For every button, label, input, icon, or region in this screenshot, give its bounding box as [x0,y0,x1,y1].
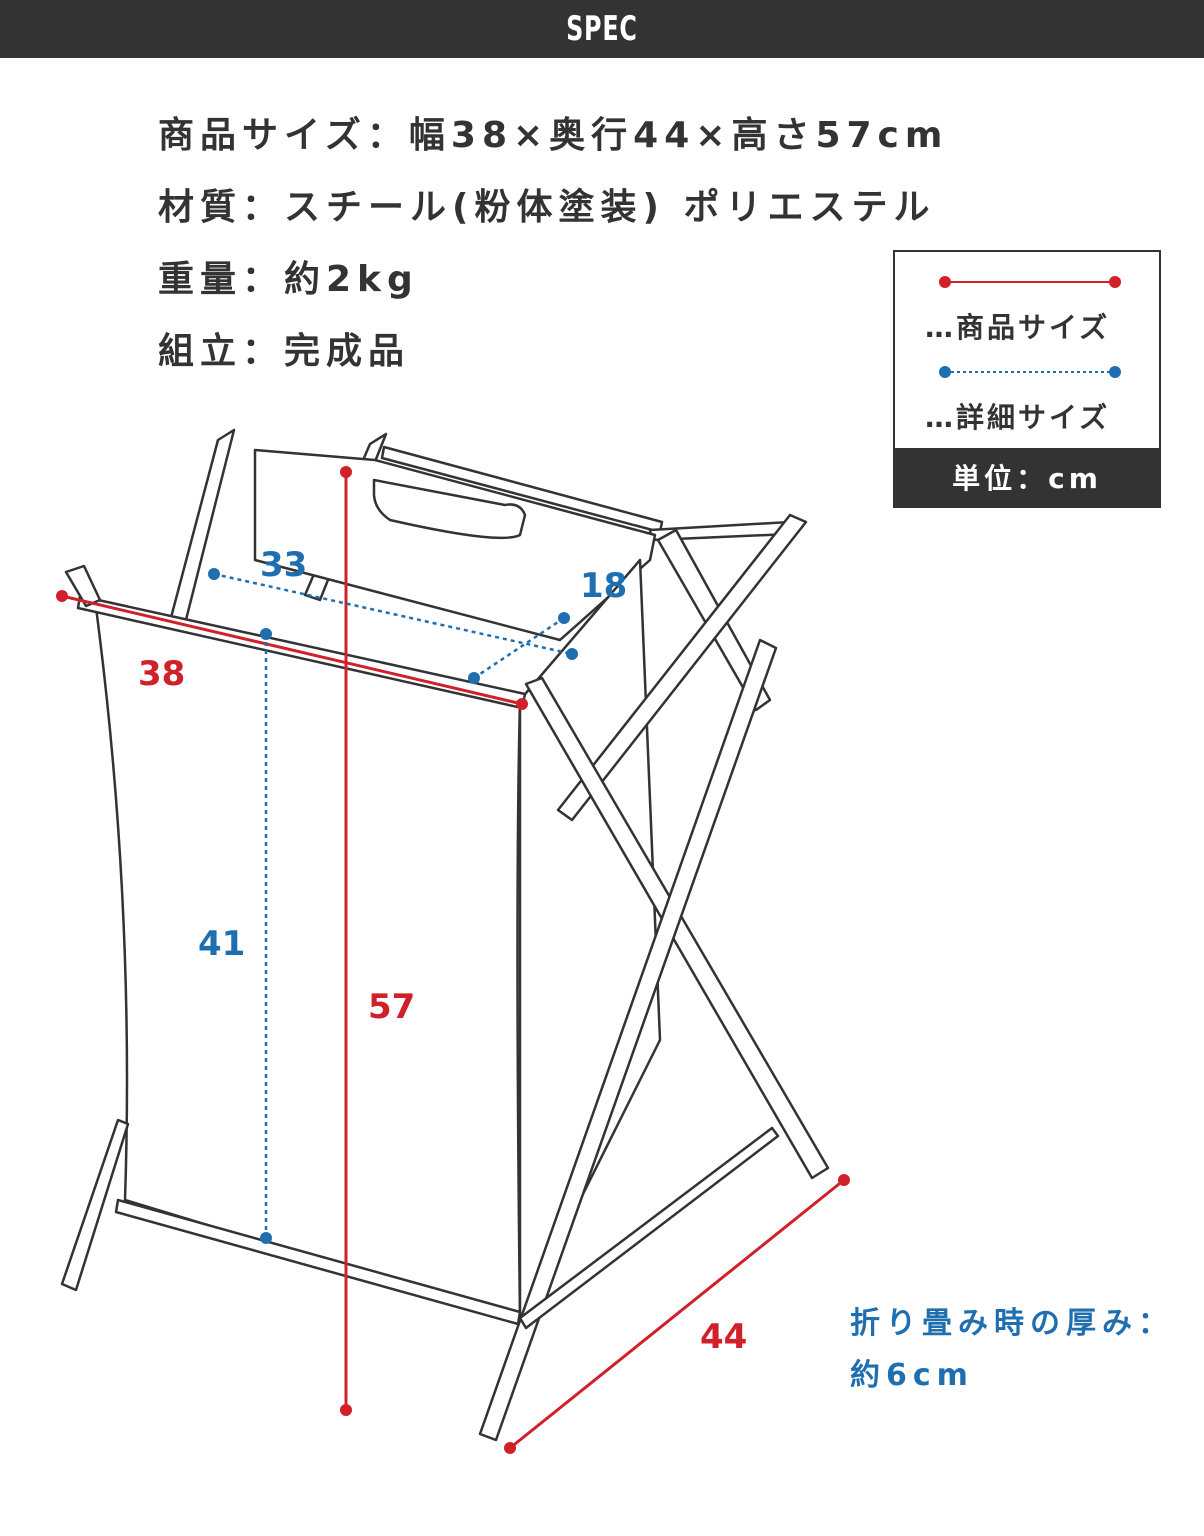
legend-blue-dot-left [939,366,951,378]
dim-inner-width-end-dot [566,648,578,660]
fold-note-line1: 折り畳み時の厚み： [850,1306,1174,1341]
spec-material: 材質：スチール(粉体塗装) ポリエステル [158,187,936,228]
spec-weight: 重量：約2kg [158,259,419,300]
dim-depth-label: 44 [700,1317,747,1357]
dim-depth-end-dot [838,1174,850,1186]
frame-right-back-pole-b [556,513,808,822]
legend-unit: 単位：cm [895,448,1159,506]
frame-bottom-front-bar [114,1198,522,1326]
dim-inner-depth-start-dot [468,672,480,684]
dim-width-line [61,594,523,706]
legend-detail-size: …詳細サイズ [925,401,1111,434]
dimension-legend: …商品サイズ …詳細サイズ 単位：cm [893,250,1161,508]
dim-inner-depth-label: 18 [580,566,627,606]
legend-red-dot-left [939,276,951,288]
legend-blue-dot-right [1109,366,1121,378]
dim-inner-depth-line [473,616,565,680]
spec-product-size: 商品サイズ：幅38×奥行44×高さ57cm [158,115,949,156]
spec-header: SPEC [0,0,1204,58]
dim-inner-height-top-dot [260,628,272,640]
dim-inner-depth-end-dot [558,612,570,624]
dim-inner-height-label: 41 [198,924,245,964]
dim-inner-width-start-dot [208,568,220,580]
bag-back-panel [253,448,657,642]
legend-lines [939,276,1121,378]
bag-handle [372,478,527,540]
bag-side-panel [518,558,662,1322]
frame-front-pole-up [478,638,778,1442]
dim-inner-width-label: 33 [260,545,307,585]
dim-depth-start-dot [504,1442,516,1454]
dim-height-top-dot [340,466,352,478]
dim-depth-line [509,1178,845,1450]
fold-thickness-note: 折り畳み時の厚み： 約6cm [850,1298,1174,1402]
frame-front-left-knob [64,564,102,608]
dim-inner-height-bottom-dot [260,1232,272,1244]
frame-left-leg [60,1118,130,1292]
header-title: SPEC [566,9,638,49]
spec-assembly: 組立：完成品 [158,331,411,372]
dim-height-bottom-dot [340,1404,352,1416]
spec-list: 商品サイズ：幅38×奥行44×高さ57cm 材質：スチール(粉体塗装) ポリエス… [158,108,948,396]
dim-height-label: 57 [368,987,415,1027]
legend-red-dot-right [1109,276,1121,288]
dim-width-end-dot [516,698,528,710]
frame-bottom-right-bar [518,1126,780,1330]
dim-width-start-dot [56,590,68,602]
dim-width-label: 38 [138,654,185,694]
fold-note-line2: 約6cm [850,1358,974,1393]
dim-inner-width-line [213,572,573,656]
legend-product-size: …商品サイズ [925,311,1111,344]
